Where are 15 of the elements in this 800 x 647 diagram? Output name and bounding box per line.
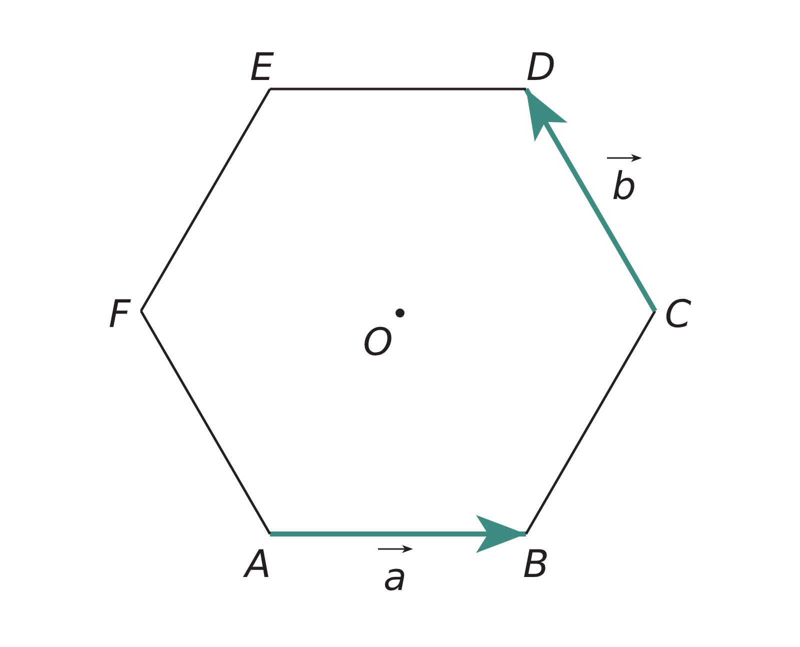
- vector-arrow: [524, 88, 658, 312]
- vertex-label: A: [238, 534, 278, 594]
- center-label: O: [363, 323, 393, 361]
- vertex-label: B: [514, 534, 558, 594]
- hexagon-side: [140, 88, 272, 312]
- hexagon-side: [524, 310, 656, 535]
- vertex-label: C: [655, 292, 701, 336]
- hexagon-side: [140, 310, 272, 535]
- vertex-label: E: [242, 44, 282, 89]
- vector-label: b: [612, 164, 636, 208]
- vector-label: a: [383, 555, 407, 599]
- hexagon-side: [270, 88, 526, 90]
- vertex-label: D: [520, 44, 562, 89]
- vector-arrow: [270, 515, 526, 553]
- vertex-label: F: [98, 292, 141, 336]
